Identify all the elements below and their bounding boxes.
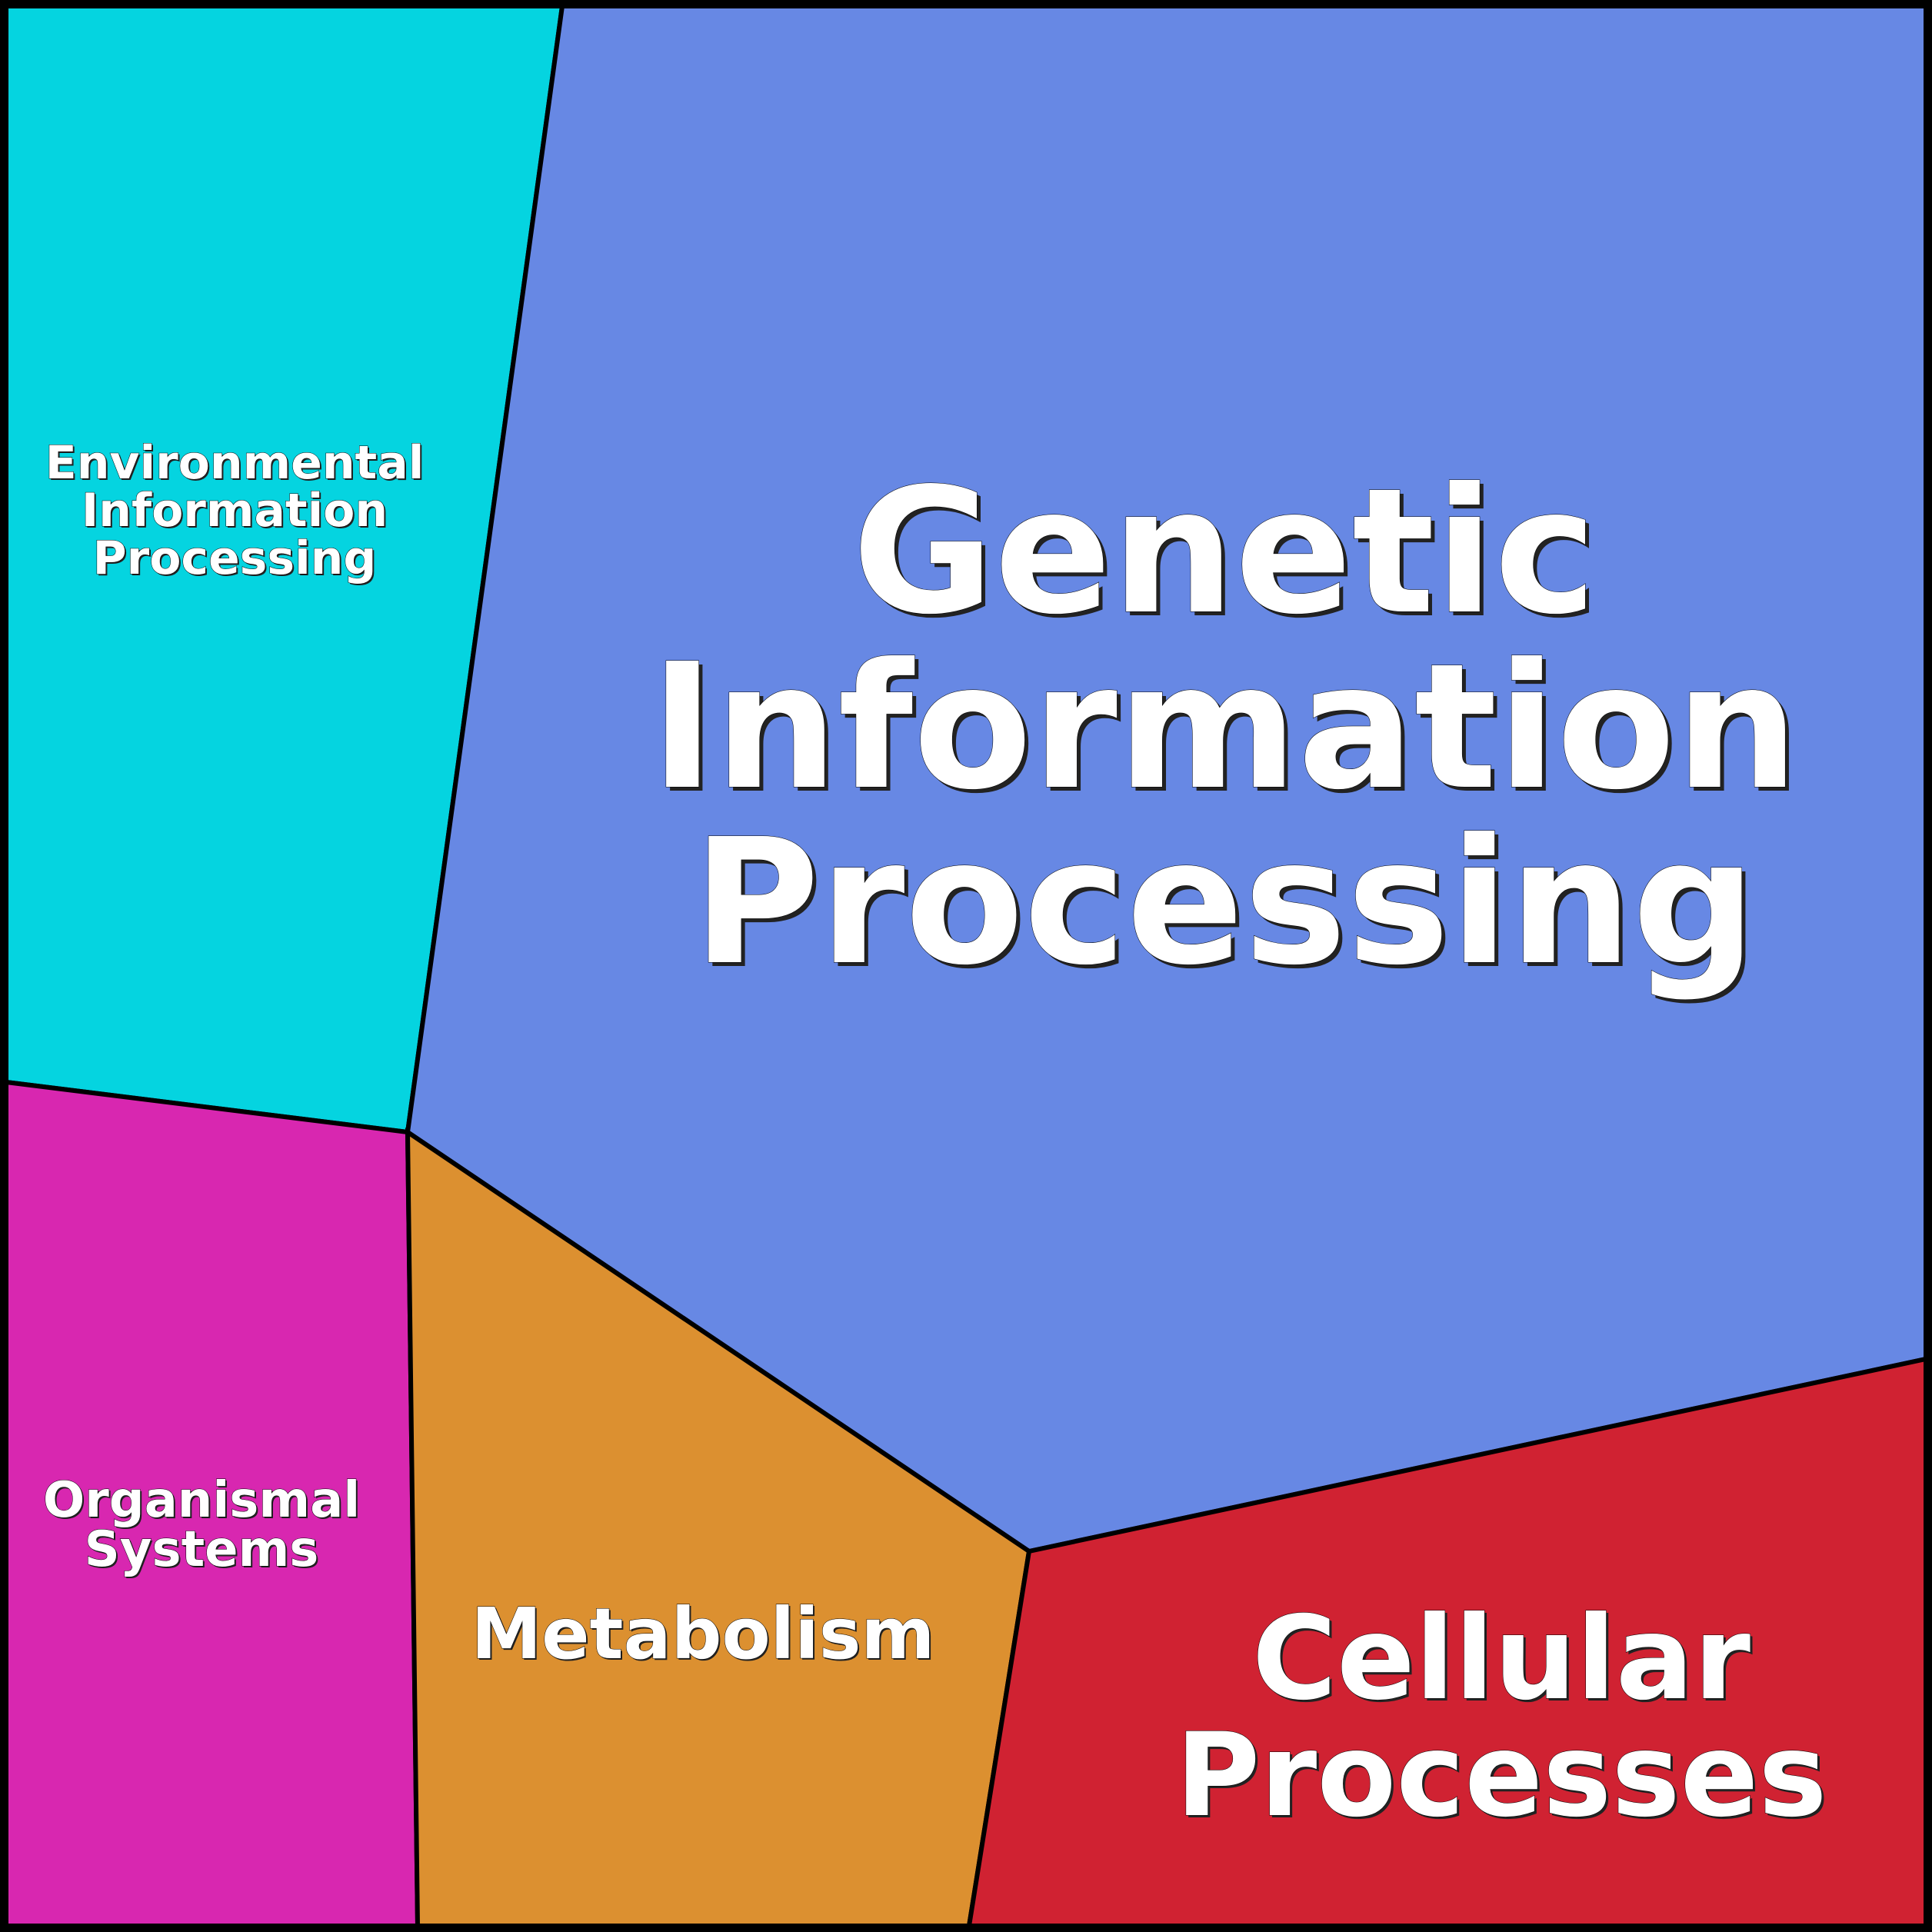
label-environmental: EnvironmentalEnvironmentalInformationInf…: [45, 436, 426, 588]
label-shadow: Processing: [95, 533, 378, 587]
label-line: Processes: [1175, 1709, 1827, 1843]
label-shadow: Metabolism: [473, 1594, 937, 1677]
label-shadow: Processes: [1178, 1711, 1829, 1845]
label-shadow: Environmental: [47, 438, 426, 491]
label-line: Environmental: [45, 436, 425, 490]
label-shadow: Organismal: [45, 1474, 361, 1531]
label-line: Genetic: [852, 451, 1597, 653]
label-line: Cellular: [1252, 1592, 1750, 1726]
label-line: Systems: [85, 1521, 319, 1578]
label-shadow: Information: [83, 485, 389, 539]
label-shadow: Information: [654, 631, 1802, 832]
label-line: Information: [650, 627, 1798, 828]
label-line: Metabolism: [471, 1593, 935, 1675]
label-shadow: Processing: [697, 806, 1760, 1008]
label-shadow: Genetic: [856, 455, 1601, 657]
label-line: Organismal: [43, 1472, 360, 1529]
label-shadow: Systems: [86, 1523, 321, 1580]
label-line: Processing: [693, 802, 1757, 1004]
label-line: Processing: [93, 531, 377, 585]
label-line: Information: [82, 484, 388, 538]
label-genetic: GeneticGeneticInformationInformationProc…: [650, 451, 1803, 1008]
label-shadow: Cellular: [1254, 1594, 1753, 1728]
